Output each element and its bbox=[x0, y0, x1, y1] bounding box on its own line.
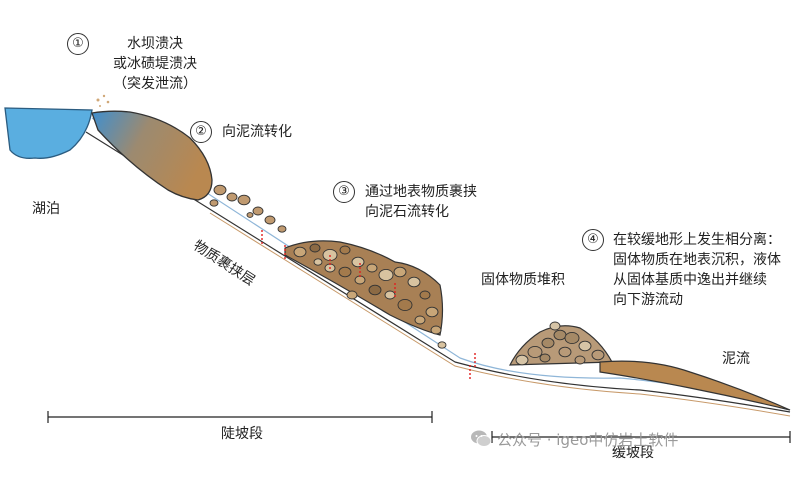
boulder bbox=[407, 276, 421, 288]
boulder bbox=[437, 341, 447, 349]
gentle-section-dimension bbox=[491, 431, 791, 443]
breach-splash bbox=[96, 94, 110, 107]
boulder bbox=[384, 290, 396, 300]
step-1-text: 水坝溃决 或冰碛堤溃决 （突发泄流） bbox=[100, 34, 210, 94]
lake-label: 湖泊 bbox=[32, 201, 60, 217]
boulder bbox=[425, 306, 439, 318]
step-2-number: ② bbox=[190, 121, 212, 143]
boulder bbox=[313, 258, 323, 266]
debris-stones bbox=[293, 243, 447, 349]
boulder bbox=[354, 275, 366, 285]
boulder bbox=[393, 266, 407, 278]
bed-under-line bbox=[209, 212, 791, 417]
mudflow-body bbox=[91, 110, 213, 201]
watermark-text: 公众号 · igeo中仿岩土软件 bbox=[497, 431, 679, 449]
wechat-icon bbox=[471, 430, 492, 447]
step-1-line-3: （突发泄流） bbox=[113, 76, 197, 92]
boulder bbox=[226, 192, 238, 202]
boulder bbox=[346, 290, 358, 300]
boulder bbox=[309, 243, 321, 253]
boulder bbox=[213, 184, 227, 196]
gentle-section-label: 缓坡段 bbox=[612, 445, 654, 461]
solid-deposit-label: 固体物质堆积 bbox=[481, 272, 565, 288]
boulder bbox=[515, 354, 529, 366]
boulder bbox=[339, 245, 351, 255]
bed-line bbox=[85, 131, 791, 413]
boulder bbox=[541, 337, 555, 349]
steep-section-label: 陡坡段 bbox=[221, 426, 263, 442]
mudflow-label: 泥流 bbox=[722, 351, 750, 367]
step-3-line-1: 通过地表物质裹挟 bbox=[365, 184, 477, 200]
boulder bbox=[558, 346, 572, 358]
boulder bbox=[591, 349, 605, 361]
boulder bbox=[351, 256, 365, 268]
step-3-line-2: 向泥石流转化 bbox=[365, 204, 449, 220]
step-3-number: ③ bbox=[333, 181, 355, 203]
boulder bbox=[378, 268, 394, 282]
debris-mass bbox=[284, 240, 444, 336]
step-4-number: ④ bbox=[582, 229, 604, 251]
step-4-line-1: 在较缓地形上发生相分离： bbox=[613, 232, 781, 248]
boulder bbox=[419, 290, 431, 300]
boulder bbox=[527, 345, 543, 359]
boulder bbox=[397, 298, 413, 312]
boulder bbox=[338, 266, 352, 278]
step-3-text: 通过地表物质裹挟 向泥石流转化 bbox=[365, 182, 477, 222]
boulder-group bbox=[209, 184, 287, 233]
boulder bbox=[553, 329, 567, 341]
step-1-number: ① bbox=[67, 33, 89, 55]
step-4-line-4: 向下游流动 bbox=[613, 292, 683, 308]
boulder bbox=[368, 284, 382, 296]
step-2-text: 向泥流转化 bbox=[222, 124, 292, 140]
boulder bbox=[366, 263, 378, 273]
boulder bbox=[277, 225, 287, 233]
boulder bbox=[414, 315, 426, 325]
step-4-text: 在较缓地形上发生相分离： 固体物质在地表沉积，液体 从固体基质中逸出并继续 向下… bbox=[613, 230, 781, 310]
step-1-line-2: 或冰碛堤溃决 bbox=[113, 56, 197, 72]
boulder bbox=[252, 206, 264, 216]
boulder bbox=[237, 194, 251, 206]
step-4-line-2: 固体物质在地表沉积，液体 bbox=[613, 252, 781, 268]
step-1-line-1: 水坝溃决 bbox=[127, 36, 183, 52]
step-4-line-3: 从固体基质中逸出并继续 bbox=[613, 272, 767, 288]
boulder bbox=[564, 331, 580, 345]
boulder bbox=[430, 325, 442, 335]
boulder bbox=[539, 353, 551, 363]
boulder bbox=[209, 199, 219, 207]
boulder bbox=[246, 212, 254, 218]
boulder bbox=[578, 340, 592, 352]
mudflow-tongue bbox=[599, 360, 791, 411]
boulder bbox=[549, 321, 561, 331]
boulder bbox=[264, 215, 276, 225]
lake-shape bbox=[4, 107, 93, 159]
deposit-stones bbox=[515, 321, 605, 366]
steep-section-dimension bbox=[47, 411, 433, 423]
boulder bbox=[574, 355, 586, 365]
boulder bbox=[293, 246, 307, 258]
